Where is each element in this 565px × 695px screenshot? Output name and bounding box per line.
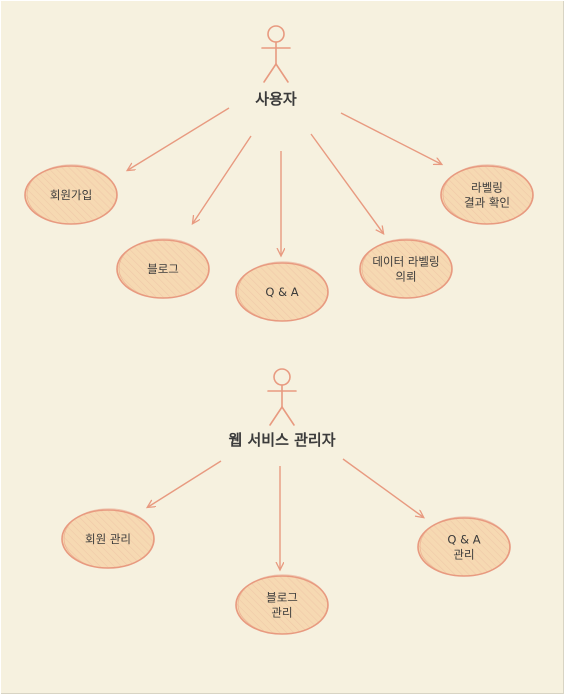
actor-left-leg — [263, 63, 277, 83]
use-case-member_mgmt: 회원 관리 — [61, 508, 155, 569]
use-case-label: 블로그 — [266, 591, 298, 605]
use-case-ellipse-sketch — [237, 261, 328, 322]
actor-label: 사용자 — [255, 90, 297, 108]
use-case-ellipse-sketch — [361, 238, 452, 299]
actor-label: 웹 서비스 관리자 — [228, 431, 335, 449]
use-case-label: Q & A — [447, 533, 480, 547]
actor-admin: 웹 서비스 관리자 — [228, 368, 336, 449]
use-case-label: 관리 — [453, 548, 474, 562]
use-case-label: 회원 관리 — [85, 532, 131, 546]
use-case-ellipse-sketch — [419, 516, 510, 577]
association-arrow-user-to-signup — [128, 107, 230, 170]
association-arrow-user-to-label_result — [340, 112, 441, 164]
use-case-qa: Q & A — [235, 261, 329, 322]
use-case-ellipse-sketch — [26, 164, 118, 225]
association-arrow-admin-to-qa_mgmt — [342, 458, 423, 517]
actor-left-leg — [269, 406, 283, 426]
use-case-ellipse-sketch — [442, 164, 533, 225]
use-case-ellipse-sketch — [63, 508, 155, 569]
stick-figure-icon — [261, 25, 291, 83]
use-case-label: 결과 확인 — [464, 196, 510, 210]
use-case-label: Q & A — [265, 285, 298, 299]
use-case-blog: 블로그 — [116, 238, 210, 299]
stick-figure-icon — [267, 368, 297, 426]
actor-head — [267, 25, 285, 43]
use-case-label: 블로그 — [147, 262, 179, 276]
use-case-label: 라벨링 — [471, 181, 503, 195]
association-arrow-user-to-blog — [193, 135, 252, 223]
use-case-label: 데이터 라벨링 — [372, 255, 439, 269]
use-case-label: 의뢰 — [395, 270, 416, 284]
use-case-label: 회원가입 — [50, 188, 92, 202]
association-arrow-user-to-data_labeling — [310, 133, 383, 233]
association-arrow-admin-to-member_mgmt — [148, 460, 222, 507]
actor-head — [273, 368, 291, 386]
use-case-ellipse-sketch — [237, 574, 328, 635]
use-case-ellipse-sketch — [118, 238, 209, 299]
use-case-qa_mgmt: Q & A관리 — [417, 516, 511, 577]
actor-right-leg — [275, 63, 289, 83]
actor-right-leg — [281, 406, 295, 426]
actor-user: 사용자 — [255, 25, 297, 108]
use-case-label: 관리 — [271, 606, 292, 620]
use-case-signup: 회원가입 — [24, 164, 118, 225]
